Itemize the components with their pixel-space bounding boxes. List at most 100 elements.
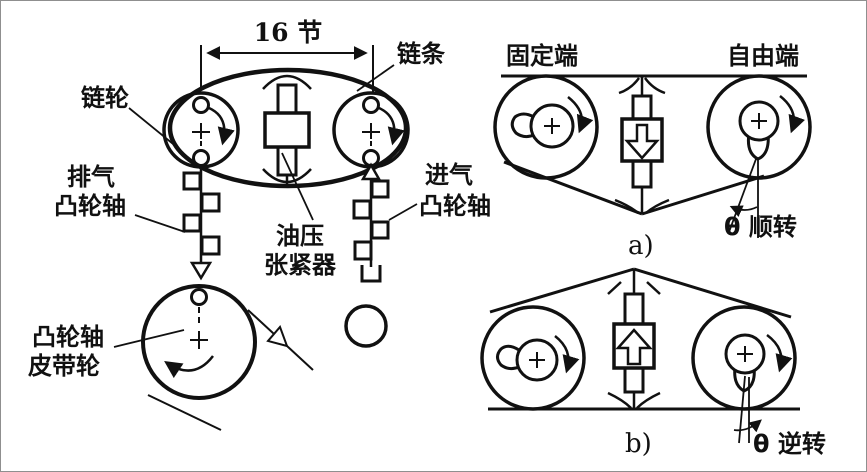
pulley-outer [480, 305, 586, 411]
contact-arc [614, 198, 639, 214]
block-arrow-down [624, 123, 660, 160]
tensioner-body [263, 111, 311, 149]
free-end-label: 自由端 [727, 42, 799, 70]
pulley-outer [706, 74, 812, 180]
sprocket-label: 链轮 [81, 84, 129, 112]
tensioner-bottom-rod [623, 366, 645, 394]
leader-exhaust-cam [134, 214, 186, 233]
left-sprocket-top-hole [192, 96, 210, 114]
leader-tensioner [281, 152, 314, 221]
pulley-outer [691, 305, 797, 411]
cam-lobe [182, 171, 202, 191]
exhaust-camshaft [182, 167, 221, 281]
theta-reverse-annotation: θ 逆转 [733, 375, 826, 458]
angle-rotated-line [738, 375, 746, 444]
key-lobe [496, 344, 521, 371]
cam-lobe [182, 213, 202, 233]
tensioner-a [614, 76, 670, 214]
rotation-arrow-cw [208, 106, 235, 146]
cam-lobe [200, 235, 221, 256]
idler-pulley [344, 304, 388, 348]
leader-intake-cam [388, 203, 418, 221]
contact-arc [636, 391, 661, 409]
cam-lobe [352, 199, 372, 220]
theta-forward-annotation: θ 顺转 [724, 158, 797, 241]
tensioner-bottom-rod [276, 145, 298, 177]
diagram-a-new-chain: 固定端 自由端 [493, 42, 812, 261]
free-end-pulley-a [706, 74, 812, 180]
right-sprocket-top-hole [362, 96, 380, 114]
left-sprocket-bottom-hole [192, 149, 210, 167]
cam-lobe [200, 192, 221, 213]
hydraulic-tensioner [262, 74, 312, 184]
tensioner-label-1: 油压 [276, 222, 324, 250]
tensioner-bottom-rod [631, 159, 653, 189]
chain-label: 链条 [397, 40, 446, 68]
intake-cam-label-2: 凸轮轴 [419, 192, 491, 220]
angle-arc-arrow [733, 419, 762, 433]
left-sprocket [162, 91, 240, 169]
contact-tick [607, 281, 622, 295]
leader-chain [356, 64, 395, 92]
camshaft-belt-pulley [141, 284, 314, 431]
pulley-top-hole [190, 288, 208, 306]
rotation-arrow-cw [164, 355, 214, 379]
dimension-16-links: 16 节 [200, 18, 374, 93]
tensioner-bottom-arc [262, 168, 312, 184]
belt-direction-arrowhead [266, 325, 289, 348]
belt-bottom-right-a [641, 174, 765, 216]
intake-camshaft [352, 162, 390, 283]
pulley-label-1: 凸轮轴 [32, 323, 104, 351]
leader-sprocket [128, 107, 179, 149]
contact-arc [643, 77, 666, 95]
contact-tick [646, 281, 661, 295]
tensioner-b [607, 269, 661, 409]
free-end-pulley-b [691, 305, 797, 411]
key-lobe [510, 112, 536, 139]
belt-segment-lower [147, 394, 222, 431]
fixed-end-pulley-b [480, 305, 586, 411]
chain-loop [167, 67, 409, 189]
cam-lobe [370, 179, 390, 199]
rotation-arrow-cw [766, 333, 793, 373]
angle-rotated-line [728, 158, 757, 233]
rotation-arrow-cw [779, 95, 806, 134]
tensioner-top-rod [631, 94, 653, 121]
belt-top-left-b [489, 267, 635, 314]
pulley-circle [141, 284, 257, 400]
rotation-arrow-cw [554, 335, 580, 374]
subfigure-b-label: b) [625, 429, 652, 459]
cam-lobe [370, 220, 390, 240]
contact-arc [645, 198, 670, 214]
shaft-end-bracket [360, 265, 382, 283]
fixed-end-label: 固定端 [506, 42, 578, 70]
dimension-label: 16 节 [254, 18, 323, 47]
fixed-end-pulley-a [493, 74, 599, 180]
intake-cam-label-1: 进气 [425, 161, 473, 189]
contact-arc [618, 77, 641, 95]
block-arrow-up [615, 328, 653, 366]
down-arrowhead [189, 261, 213, 281]
tensioner-label-2: 张紧器 [264, 251, 337, 279]
tensioner-top-rod [623, 292, 645, 326]
chain-drive-diagram: 16 节 [28, 18, 491, 431]
angle-arc-arrow [729, 205, 758, 217]
rotation-arrow-cw [567, 96, 594, 134]
exhaust-cam-label-1: 排气 [67, 163, 115, 191]
diagram-b-worn-chain: θ 逆转 b) [480, 267, 826, 459]
pulley-label-2: 皮带轮 [28, 352, 100, 380]
pulley-outer [493, 74, 599, 180]
belt-top-right-b [633, 267, 792, 319]
belt-bottom-left-a [503, 160, 643, 216]
tensioner-top-rod [276, 83, 298, 115]
contact-arc [607, 391, 632, 409]
theta-forward-label: θ 顺转 [724, 213, 797, 241]
leader-pulley [113, 329, 185, 348]
tensioner-top-arc [262, 74, 312, 90]
cam-lobe [353, 240, 373, 261]
right-sprocket [332, 91, 410, 169]
subfigure-a-label: a) [628, 231, 654, 261]
exhaust-cam-label-2: 凸轮轴 [54, 192, 126, 220]
